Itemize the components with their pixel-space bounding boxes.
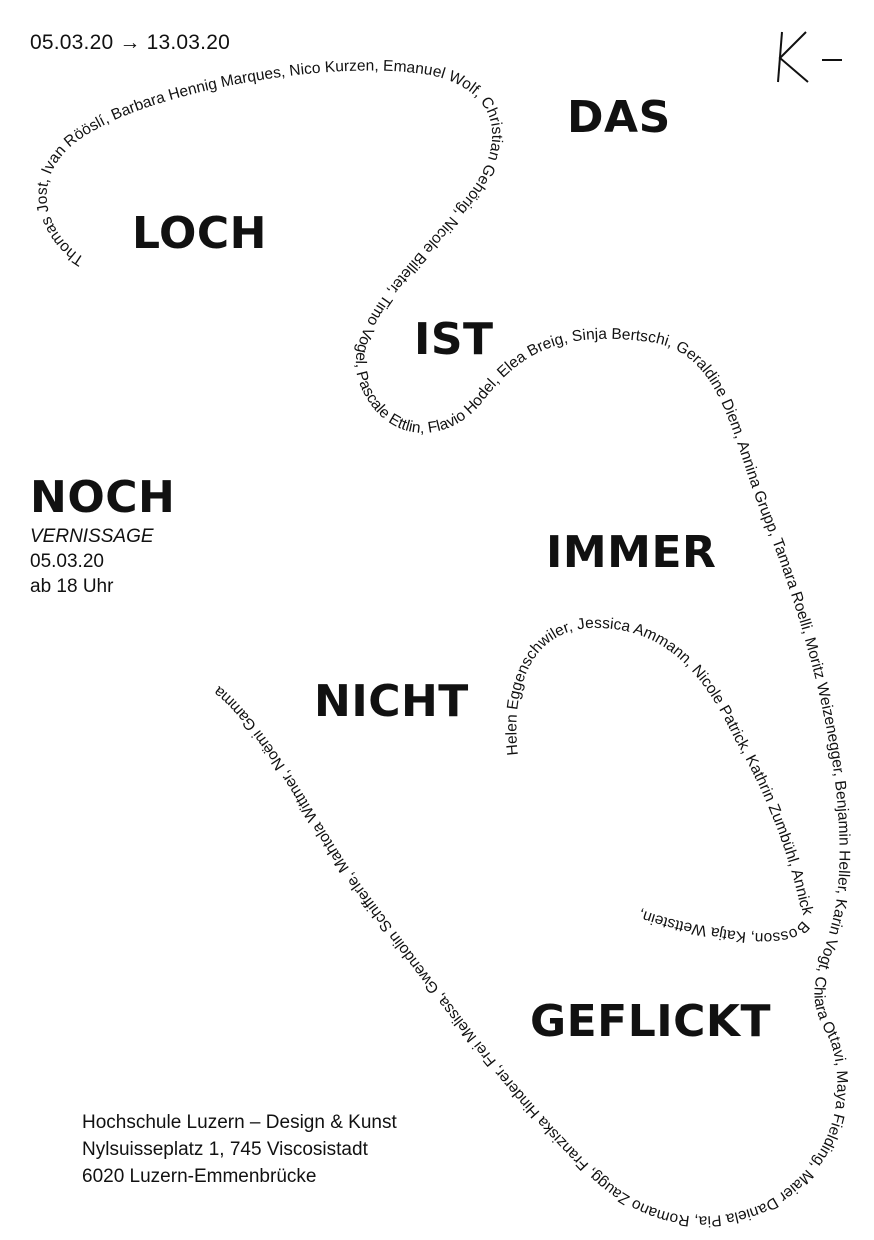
date-range: 05.03.20 → 13.03.20: [30, 31, 230, 54]
address: Hochschule Luzern – Design & Kunst Nylsu…: [82, 1109, 397, 1190]
title-word-immer: IMMER: [546, 527, 717, 578]
address-line-2: Nylsuisseplatz 1, 745 Viscosistadt: [82, 1139, 368, 1160]
address-line-1: Hochschule Luzern – Design & Kunst: [82, 1112, 397, 1133]
logo: [777, 31, 842, 83]
title-word-loch: LOCH: [132, 208, 267, 259]
vernissage-info: VERNISSAGE 05.03.20 ab 18 Uhr: [30, 524, 154, 599]
artist-names-inner: Helen Eggenschwiler, Jessica Ammann, Nic…: [503, 615, 816, 946]
title-word-geflickt: GEFLICKT: [530, 996, 772, 1047]
vernissage-label: VERNISSAGE: [30, 526, 154, 547]
logo-k-arms: [778, 31, 809, 83]
address-line-3: 6020 Luzern-Emmenbrücke: [82, 1166, 317, 1187]
title-word-nicht: NICHT: [314, 676, 469, 727]
title-word-noch: NOCH: [30, 472, 176, 523]
title-word-ist: IST: [414, 314, 494, 365]
vernissage-date: 05.03.20: [30, 551, 104, 572]
title-word-das: DAS: [567, 92, 671, 143]
vernissage-time: ab 18 Uhr: [30, 576, 114, 597]
